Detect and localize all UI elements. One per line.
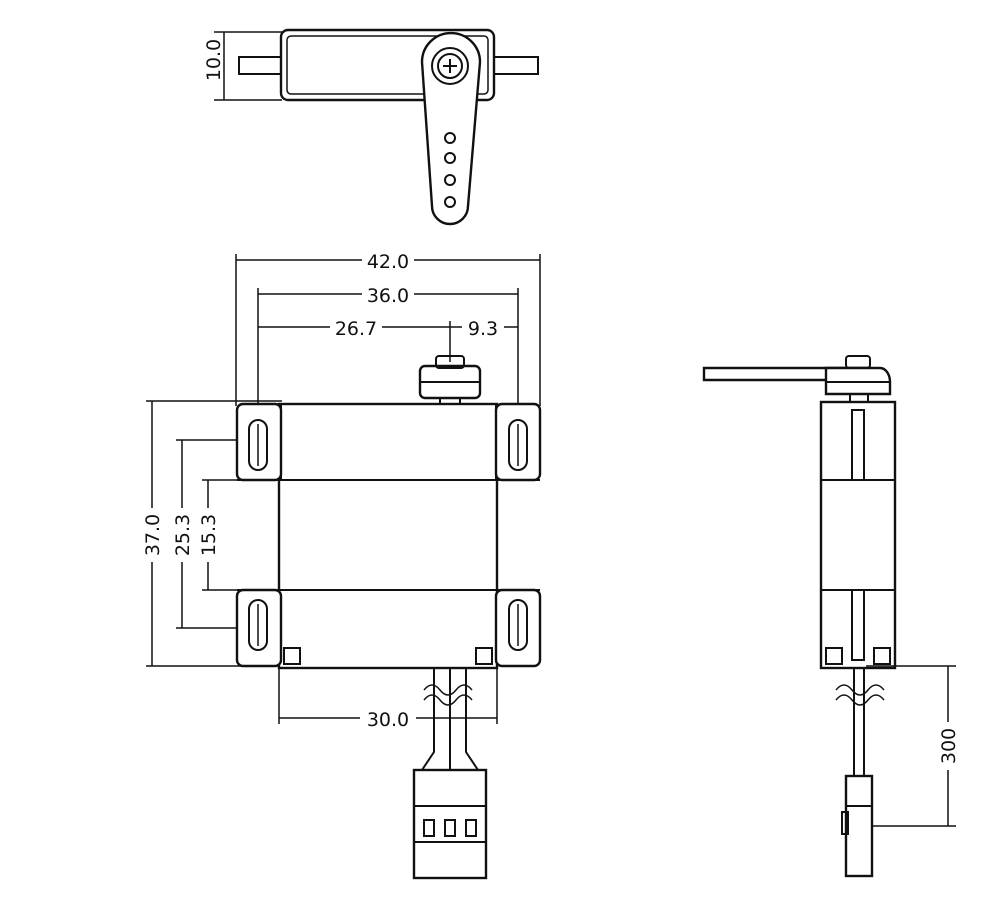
mount-slot — [248, 599, 268, 651]
mount-tab — [235, 402, 283, 482]
dim-shaft-offset-right: 9.3 — [468, 318, 498, 340]
side-connector — [844, 774, 874, 878]
dim-overall-width: 42.0 — [367, 251, 409, 273]
mount-tab — [235, 588, 283, 668]
dim-tab-spacing: 25.3 — [172, 514, 194, 556]
mount-slot — [508, 599, 528, 651]
side-case — [819, 400, 897, 670]
dim-overall-height: 37.0 — [142, 514, 164, 556]
lead-wires — [421, 668, 479, 771]
dim-case-gap: 15.3 — [198, 514, 220, 556]
side-view: 300 — [702, 355, 962, 878]
dim-hole-spacing: 36.0 — [367, 285, 409, 307]
front-view: 42.0 36.0 26.7 9.3 37.0 25.3 15.3 — [138, 248, 542, 880]
top-view: 10.0 — [203, 28, 539, 226]
mount-slot — [248, 419, 268, 471]
dim-shaft-offset-left: 26.7 — [335, 318, 377, 340]
dim-lead-length: 300 — [938, 728, 960, 764]
servo-case — [277, 402, 499, 670]
servo-horn — [420, 31, 482, 226]
connector-plug — [412, 768, 488, 880]
dim-top-height: 10.0 — [203, 39, 225, 81]
mount-slot — [508, 419, 528, 471]
dim-case-width: 30.0 — [367, 709, 409, 731]
